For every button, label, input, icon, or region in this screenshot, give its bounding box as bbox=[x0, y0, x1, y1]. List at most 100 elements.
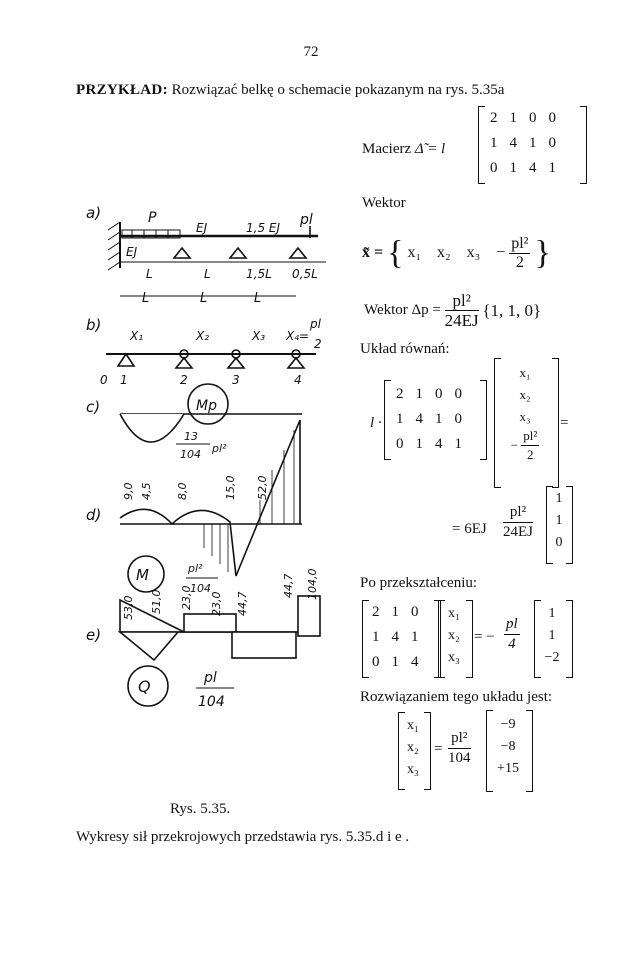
vec-frac-num: pl² bbox=[509, 235, 531, 254]
matrix-cell: 0 bbox=[548, 135, 557, 151]
example-heading: PRZYKŁAD: Rozwiązać belkę o schemacie po… bbox=[76, 82, 504, 99]
system-prefix: l · bbox=[370, 415, 382, 431]
c-val-3: 8,0 bbox=[176, 483, 189, 501]
a-dim-4: 0,5L bbox=[292, 267, 318, 281]
brace-right: } bbox=[534, 234, 551, 272]
matrix-cell: 4 bbox=[391, 629, 400, 645]
tr-frac-den: 4 bbox=[508, 636, 516, 652]
support-b0 bbox=[116, 352, 136, 367]
support-3 bbox=[288, 246, 308, 259]
matrix-cell: 0 bbox=[548, 110, 557, 126]
e-Q: Q bbox=[138, 677, 151, 696]
sol-frac-den: 104 bbox=[448, 750, 471, 766]
e-mult-den: 104 bbox=[198, 694, 225, 710]
b-node-2: 2 bbox=[180, 373, 188, 387]
a-EJ-top: EJ bbox=[196, 221, 208, 235]
c-val-1: 9,0 bbox=[122, 483, 135, 501]
b-node-3: 3 bbox=[232, 373, 240, 387]
panel-b bbox=[106, 295, 316, 369]
b-x3: X₃ bbox=[251, 329, 265, 343]
support-b2 bbox=[226, 356, 246, 369]
matrix-cell: 1 bbox=[391, 654, 400, 670]
matrix-cell: 0 bbox=[372, 654, 380, 670]
c-frac-suffix: pl² bbox=[211, 442, 227, 455]
transformed-rhs-table: 1 1 −2 bbox=[538, 603, 566, 669]
rhs-frac-den: 24EJ bbox=[503, 524, 533, 540]
matrix-cell: 4 bbox=[509, 135, 518, 151]
matrix-cell: 4 bbox=[435, 436, 443, 452]
d-val-2: 104,0 bbox=[306, 569, 319, 601]
sol-x2: x₂ bbox=[407, 740, 419, 755]
matrix-cell: 2 bbox=[372, 604, 380, 620]
vector-lhs: x̃ = bbox=[362, 244, 384, 262]
mp-circle bbox=[187, 383, 229, 425]
panel-c bbox=[119, 383, 302, 445]
panel-d bbox=[119, 419, 302, 593]
label-d: d) bbox=[86, 506, 101, 524]
matrix-cell: 1 bbox=[529, 135, 537, 151]
example-text: Rozwiązać belkę o schemacie pokazanym na… bbox=[171, 82, 505, 98]
b-node-0: 0 bbox=[100, 373, 108, 387]
q-circle bbox=[127, 665, 169, 707]
a-dim-3: 1,5L bbox=[246, 267, 272, 281]
e-val-2: 51,0 bbox=[150, 590, 163, 615]
matrix-cell: 4 bbox=[529, 160, 537, 176]
label-c: c) bbox=[86, 398, 100, 416]
example-label: PRZYKŁAD: bbox=[76, 82, 168, 98]
a-dim-1: L bbox=[146, 267, 153, 281]
b-x4: X₄= bbox=[285, 329, 309, 343]
matrix-cell: 1 bbox=[490, 135, 498, 151]
b-node-4: 4 bbox=[294, 373, 302, 387]
e-val-3: 23,0 bbox=[180, 586, 193, 611]
q-rect-2 bbox=[231, 631, 297, 659]
mp-parabola bbox=[119, 413, 185, 443]
load-frac-den: 24EJ bbox=[444, 311, 479, 330]
b-dim-1: L bbox=[142, 291, 149, 306]
sol-r2: −8 bbox=[500, 739, 516, 754]
matrix-cell: 0 bbox=[454, 411, 463, 427]
b-dim-3: L bbox=[254, 291, 261, 306]
sol-frac-num: pl² bbox=[448, 730, 471, 749]
beam-figure: a) b) c) d) e) P EJ 1,5 EJ pl EJ L L 1,5… bbox=[86, 204, 326, 710]
matrix-cell: 0 bbox=[490, 160, 498, 176]
solution-equals: = bbox=[434, 741, 443, 757]
vec-x3: x₃ bbox=[466, 244, 481, 262]
matrix-cell: 1 bbox=[509, 110, 518, 126]
wall-hatch bbox=[107, 221, 121, 271]
vec-frac-den: 2 bbox=[515, 254, 524, 271]
support-1 bbox=[172, 246, 192, 259]
matrix-cell: 1 bbox=[548, 160, 557, 176]
m-curve bbox=[119, 419, 301, 577]
transformed-label: Po przekształceniu: bbox=[360, 575, 478, 591]
c-val-2: 4,5 bbox=[140, 483, 153, 501]
rhs-v1: 1 bbox=[555, 491, 563, 506]
tr-r2: 1 bbox=[548, 628, 556, 643]
matrix-cell: 0 bbox=[435, 386, 443, 402]
matrix-cell: 4 bbox=[411, 654, 419, 670]
tr-frac-num: pl bbox=[504, 616, 520, 635]
e-val-4: 23,0 bbox=[210, 592, 223, 617]
matrix-cell: 1 bbox=[391, 604, 400, 620]
matrix-cell: 1 bbox=[454, 436, 463, 452]
sys-vec-x3: x₃ bbox=[519, 409, 531, 424]
matrix-cell: 4 bbox=[415, 411, 424, 427]
matrix-cell: 0 bbox=[454, 386, 463, 402]
matrix-symbol: Δ̃ = l bbox=[414, 141, 446, 157]
m-hatch bbox=[203, 430, 295, 572]
solution-vector-table: x₁ x₂ x₃ bbox=[402, 715, 424, 781]
tr-x1: x₁ bbox=[448, 606, 460, 621]
e-val-5: 44,7 bbox=[236, 592, 249, 617]
